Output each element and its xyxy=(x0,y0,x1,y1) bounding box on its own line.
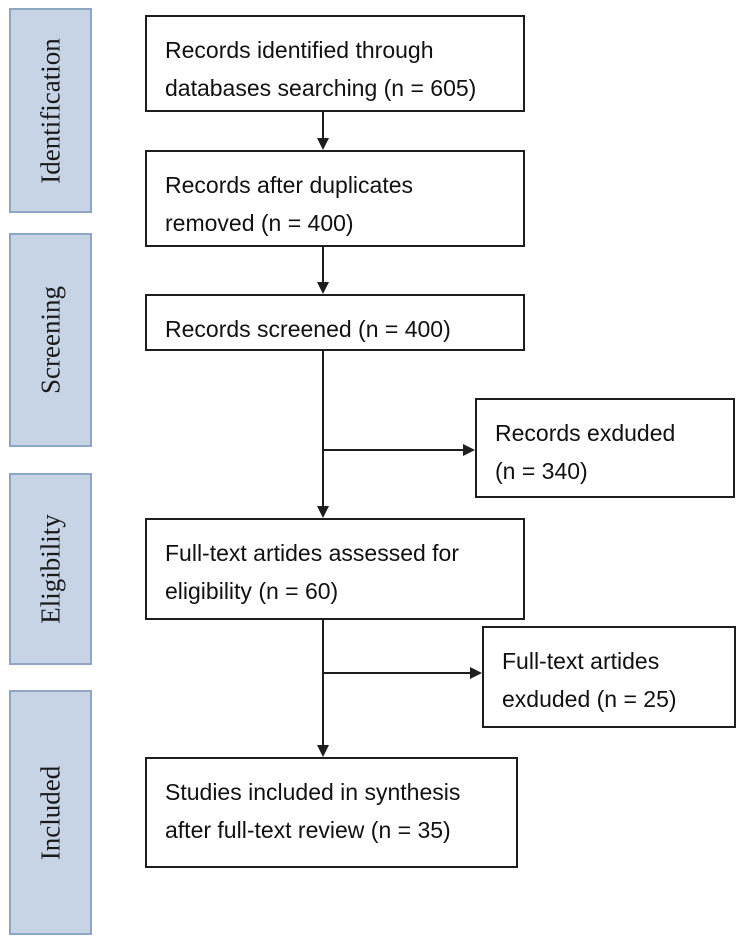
phase-screening: Screening xyxy=(9,233,92,447)
box-full-text-excluded-line-2: exduded (n = 25) xyxy=(502,686,677,712)
box-records-excluded: Records exduded (n = 340) xyxy=(475,398,735,498)
box-full-text-excluded-line-1: Full-text artides xyxy=(502,648,660,674)
box-studies-included-line-1: Studies included in synthesis xyxy=(165,779,461,805)
box-records-excluded-line-2: (n = 340) xyxy=(495,458,588,484)
box-records-excluded-line-1: Records exduded xyxy=(495,420,676,446)
box-records-identified: Records identified through databases sea… xyxy=(145,15,525,112)
box-records-deduplicated-line-1: Records after duplicates xyxy=(165,172,414,198)
box-records-identified-line-1: Records identified through xyxy=(165,37,434,63)
box-full-text-assessed: Full-text artides assessed for eligibili… xyxy=(145,518,525,620)
phase-included: Included xyxy=(9,690,92,935)
box-records-identified-line-2: databases searching (n = 605) xyxy=(165,75,477,101)
box-records-screened: Records screened (n = 400) xyxy=(145,294,525,351)
box-records-deduplicated-line-2: removed (n = 400) xyxy=(165,210,354,236)
box-records-screened-line-1: Records screened (n = 400) xyxy=(165,316,451,342)
box-full-text-assessed-line-2: eligibility (n = 60) xyxy=(165,578,339,604)
phase-identification: Identification xyxy=(9,8,92,213)
box-full-text-assessed-line-1: Full-text artides assessed for xyxy=(165,540,460,566)
box-studies-included: Studies included in synthesis after full… xyxy=(145,757,518,868)
box-records-deduplicated: Records after duplicates removed (n = 40… xyxy=(145,150,525,247)
box-full-text-excluded: Full-text artides exduded (n = 25) xyxy=(482,626,736,728)
phase-eligibility: Eligibility xyxy=(9,473,92,665)
box-studies-included-line-2: after full-text review (n = 35) xyxy=(165,817,451,843)
